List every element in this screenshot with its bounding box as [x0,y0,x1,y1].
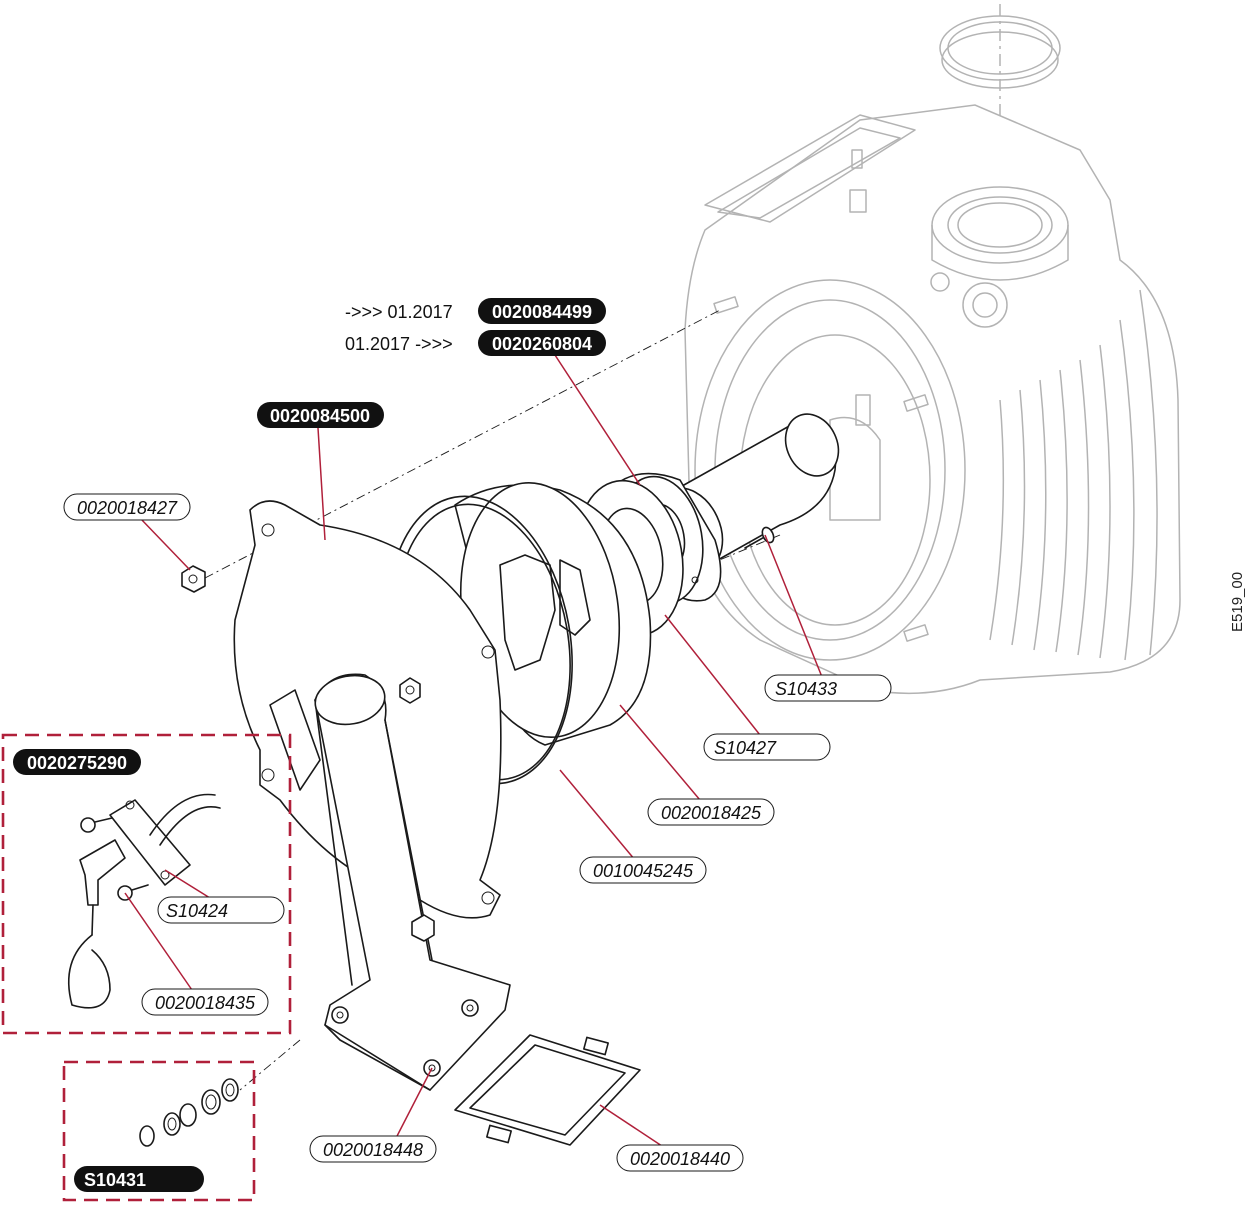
version-note-before: ->>> 01.2017 [345,302,453,322]
ignition-electrode-kit [67,793,221,1009]
heat-exchanger-ghost [684,4,1181,695]
stud-icon-1 [713,296,739,314]
callout-label: 0020018435 [155,993,256,1013]
callout-0020018440[interactable]: 0020018440 [616,1144,744,1172]
callout-label: 0020084499 [492,302,592,322]
screw-icon-4 [80,817,113,833]
o-ring-set [139,1078,239,1147]
nut-icon-pipe [411,914,435,942]
callout-label: S10424 [166,901,228,921]
callout-0020018425[interactable]: 0020018425 [647,798,775,826]
callout-label: S10433 [775,679,837,699]
callout-label: 0020018448 [323,1140,423,1160]
callout-0020018448[interactable]: 0020018448 [309,1135,437,1163]
figure-reference: E519_00 [1229,572,1246,632]
screw-icon-5 [117,884,149,901]
callout-0020275290[interactable]: 0020275290 [13,749,141,775]
callout-label: 0020084500 [270,406,370,426]
connector-plug-icon [79,839,126,906]
callout-S10431[interactable]: S10431 [74,1166,204,1192]
callout-label: 0020018425 [661,803,762,823]
callout-label: 0020275290 [27,753,127,773]
callout-0020084499[interactable]: 0020084499 [478,298,606,324]
callout-label: 0010045245 [593,861,694,881]
callout-0020018427[interactable]: 0020018427 [63,493,191,521]
flange-nut-icon [399,677,421,704]
intake-gasket [454,1034,641,1146]
burner-door-insulation [454,481,652,746]
threaded-stud-icon [744,526,775,549]
callout-0020260804[interactable]: 0020260804 [478,330,606,356]
callout-label: 0020018427 [77,498,178,518]
callout-label: S10431 [84,1170,146,1190]
kit-group-box-0020275290 [1,733,292,1035]
screw-icon-1 [331,1006,349,1024]
kit-group-box-S10431 [62,1060,256,1202]
leader-lines [124,351,823,1149]
version-note-after: 01.2017 ->>> [345,334,453,354]
callout-label: S10427 [714,738,777,758]
callout-0020084500[interactable]: 0020084500 [257,402,384,428]
callout-S10433[interactable]: S10433 [764,674,892,702]
callout-S10427[interactable]: S10427 [703,733,831,761]
callout-0010045245[interactable]: 0010045245 [579,856,707,884]
callout-label: 0020260804 [492,334,592,354]
screw-icon-2 [461,999,479,1017]
callout-label: 0020018440 [630,1149,730,1169]
callout-S10424[interactable]: S10424 [157,896,285,924]
stud-icon-3 [903,624,929,642]
hex-nut-icon [181,565,206,593]
callout-0020018435[interactable]: 0020018435 [141,988,269,1016]
stud-icon-2 [903,394,929,412]
air-intake-pipe [269,673,511,1091]
